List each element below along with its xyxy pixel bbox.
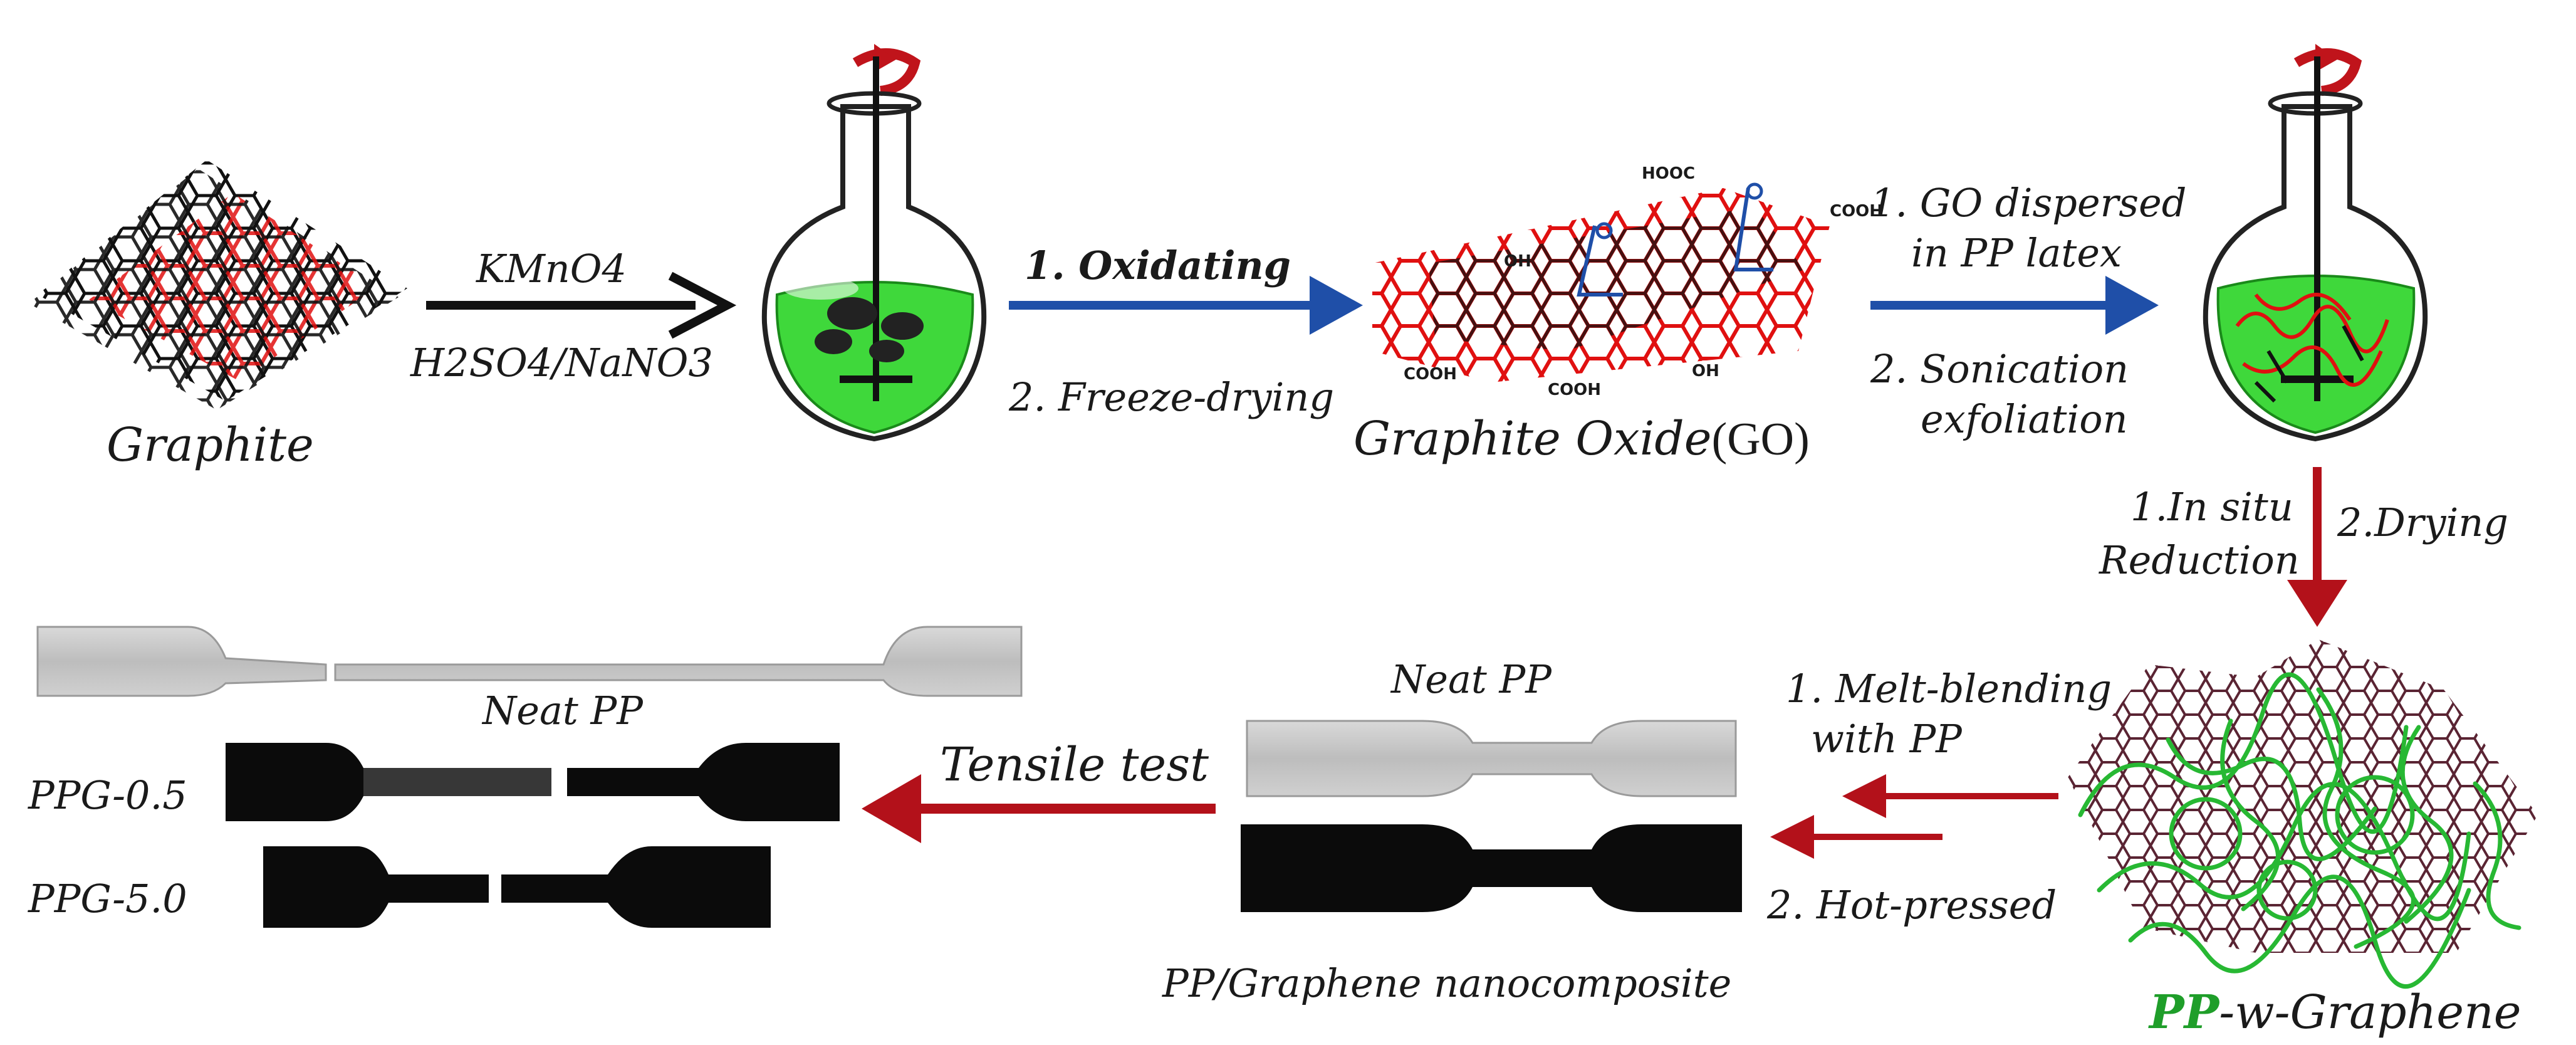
arrow-oxidation-reagent <box>426 271 737 339</box>
reaction-flask-1 <box>761 44 987 442</box>
arrow-tensile-test <box>862 774 1216 843</box>
reaction-flask-2 <box>2203 44 2428 442</box>
step-freeze-drying: 2. Freeze-drying <box>1008 374 1334 420</box>
sonication-line1: 2. Sonication <box>1870 346 2129 392</box>
graphene-composite-specimen <box>1241 824 1742 912</box>
arrow-hot-pressed <box>1770 815 1942 859</box>
reagent-h2so4: H2SO4/NaNO3 <box>410 340 713 386</box>
nanocomposite-label: PP/Graphene nanocomposite <box>1162 960 1731 1006</box>
arrow-melt-blending <box>1842 774 2058 818</box>
ppg-5-0-specimen <box>263 846 771 928</box>
neat-pp-label-middle: Neat PP <box>1390 656 1552 702</box>
go-dispersed-line1: 1. GO dispersed <box>1870 180 2186 226</box>
go-dispersed-line2: in PP latex <box>1911 230 2122 276</box>
tensile-test-label: Tensile test <box>940 738 1209 792</box>
pp-w-graphene-structure <box>2068 639 2538 989</box>
group-cooh-right: COOH <box>1830 202 1883 221</box>
pp-w-graphene-suffix: -w-Graphene <box>2219 985 2521 1039</box>
step-oxidating: 1. Oxidating <box>1025 243 1291 288</box>
ppg-0-5-specimen <box>226 743 840 821</box>
arrow-reduction-drying <box>2287 467 2347 627</box>
neat-pp-specimen-left <box>36 626 1023 697</box>
group-cooh-bottom-left: COOH <box>1404 365 1457 384</box>
reagent-kmno4: KMnO4 <box>476 246 627 291</box>
arrow-oxidating <box>1009 276 1363 335</box>
graphite-oxide-abbr: (GO) <box>1712 414 1810 465</box>
graphite-oxide-structure <box>1372 182 1830 382</box>
graphite-lattice <box>29 160 407 410</box>
ppg-0-5-label: PPG-0.5 <box>28 772 187 818</box>
graphite-oxide-main: Graphite Oxide <box>1353 412 1712 466</box>
neat-pp-specimen-middle <box>1246 720 1737 797</box>
in-situ-line2: Reduction <box>2099 537 2300 583</box>
neat-pp-label-left: Neat PP <box>481 688 644 733</box>
group-hooc: HOOC <box>1642 164 1695 183</box>
melt-blending-line1: 1. Melt-blending <box>1786 666 2112 712</box>
graphite-label: Graphite <box>107 418 314 472</box>
group-oh-bottom: OH <box>1692 362 1719 381</box>
arrow-go-dispersion <box>1870 276 2159 335</box>
hot-pressed-label: 2. Hot-pressed <box>1766 882 2057 928</box>
graphite-oxide-label: Graphite Oxide(GO) <box>1353 412 1810 466</box>
pp-w-graphene-label: PP-w-Graphene <box>2148 985 2521 1039</box>
in-situ-line1: 1.In situ <box>2130 484 2293 530</box>
pp-prefix: PP <box>2148 985 2221 1039</box>
sonication-line2: exfoliation <box>1921 396 2128 442</box>
group-oh-top: OH <box>1504 252 1531 271</box>
ppg-5-0-label: PPG-5.0 <box>28 876 187 922</box>
drying-label: 2.Drying <box>2337 500 2508 545</box>
melt-blending-line2: with PP <box>1811 716 1963 762</box>
group-cooh-bottom: COOH <box>1548 381 1601 399</box>
